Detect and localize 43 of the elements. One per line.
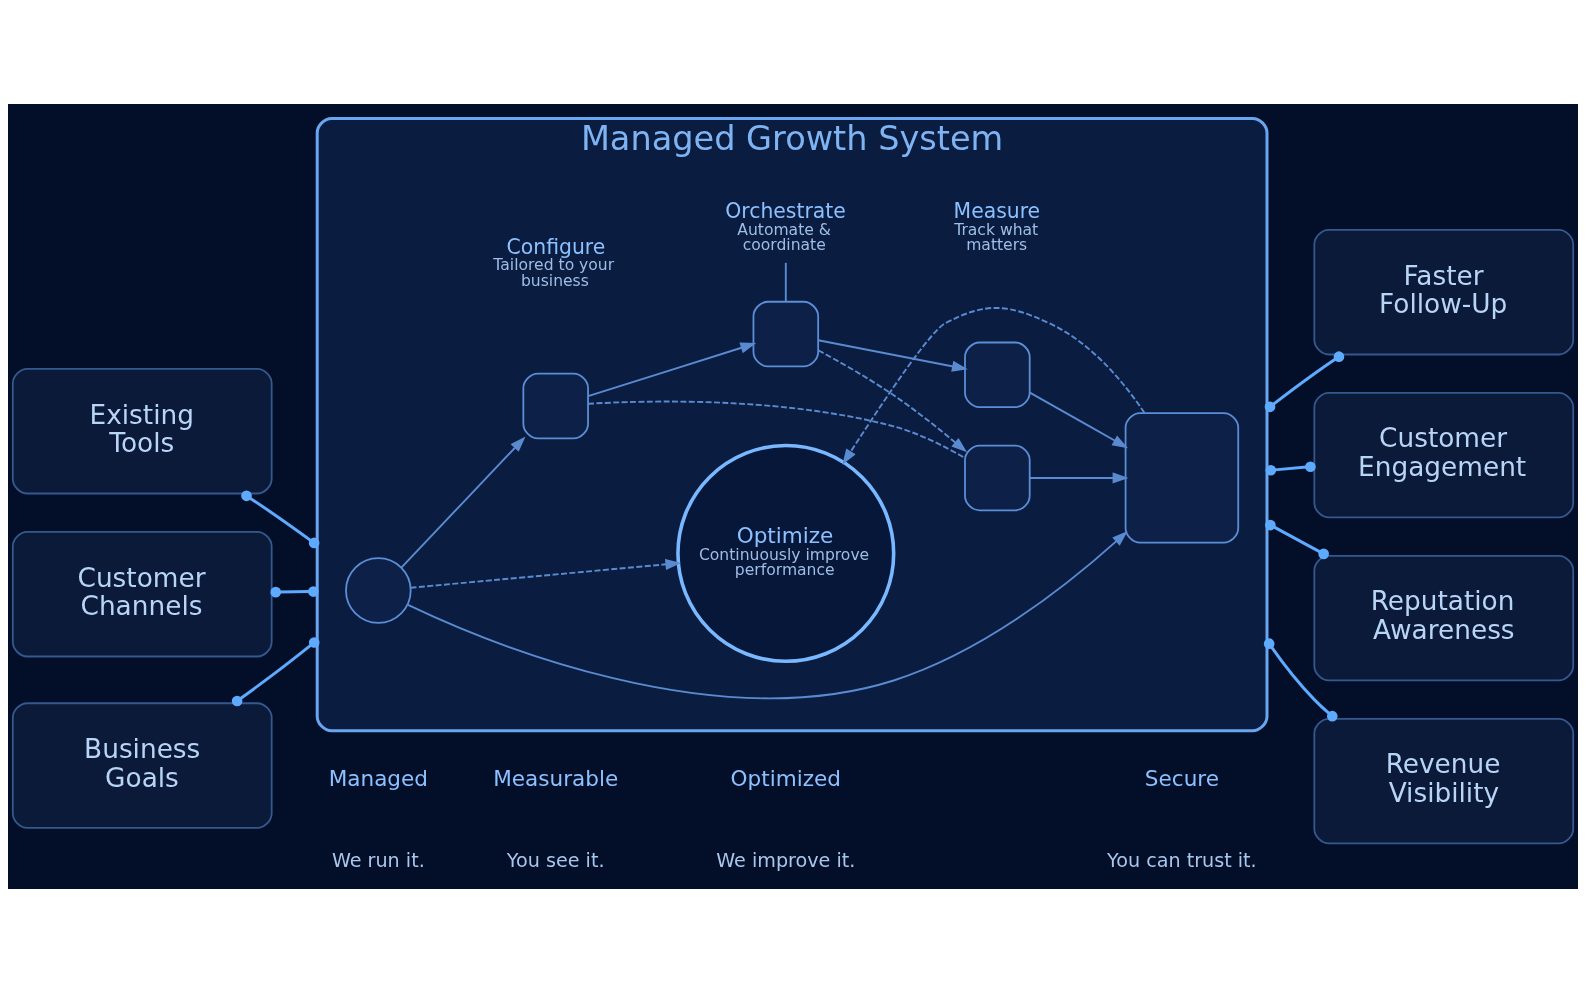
node-box: Revenue Visibility bbox=[1313, 717, 1575, 844]
node-text: Measure Track what matters bbox=[953, 198, 1041, 254]
node-box: Existing Tools bbox=[11, 367, 273, 494]
node-circle bbox=[345, 556, 412, 624]
node-box bbox=[964, 341, 1031, 408]
label: Optimized bbox=[730, 765, 841, 791]
arrow bbox=[842, 306, 1146, 465]
node-box bbox=[1124, 411, 1240, 544]
arrow bbox=[400, 436, 526, 569]
node-box bbox=[964, 444, 1031, 511]
label: We run it. bbox=[331, 848, 425, 872]
label: You can trust it. bbox=[1107, 848, 1257, 872]
connector bbox=[1263, 637, 1338, 721]
arrow bbox=[817, 349, 968, 452]
connector bbox=[231, 636, 320, 706]
node-box: Faster Follow-Up bbox=[1313, 228, 1575, 355]
connector bbox=[784, 261, 787, 302]
arrow bbox=[587, 342, 757, 397]
label: We improve it. bbox=[716, 848, 856, 872]
label: Managed bbox=[328, 765, 428, 791]
node-box: Reputation Awareness bbox=[1313, 554, 1575, 681]
connector bbox=[270, 585, 319, 597]
arrow bbox=[407, 530, 1128, 699]
arrow bbox=[817, 338, 968, 372]
connector bbox=[1264, 350, 1345, 412]
node-box: Customer Engagement bbox=[1313, 391, 1575, 518]
label: You see it. bbox=[506, 848, 605, 872]
node-circle: Optimize Continuously improve performance bbox=[676, 443, 896, 663]
connector bbox=[1265, 519, 1329, 559]
node-box: Customer Channels bbox=[11, 530, 273, 657]
node-text: Orchestrate Automate & coordinate bbox=[725, 198, 846, 254]
arrow bbox=[409, 558, 682, 589]
arrow bbox=[1028, 391, 1129, 448]
connector bbox=[587, 400, 966, 459]
node-text: Configure Tailored to your business bbox=[493, 234, 615, 290]
node-box bbox=[752, 300, 820, 367]
node-box bbox=[522, 372, 589, 439]
label: Secure bbox=[1144, 765, 1219, 791]
label: Measurable bbox=[493, 765, 619, 791]
arrow bbox=[1028, 471, 1129, 483]
connector bbox=[241, 489, 320, 548]
connector bbox=[1265, 460, 1316, 476]
node-box: Business Goals bbox=[11, 701, 273, 829]
